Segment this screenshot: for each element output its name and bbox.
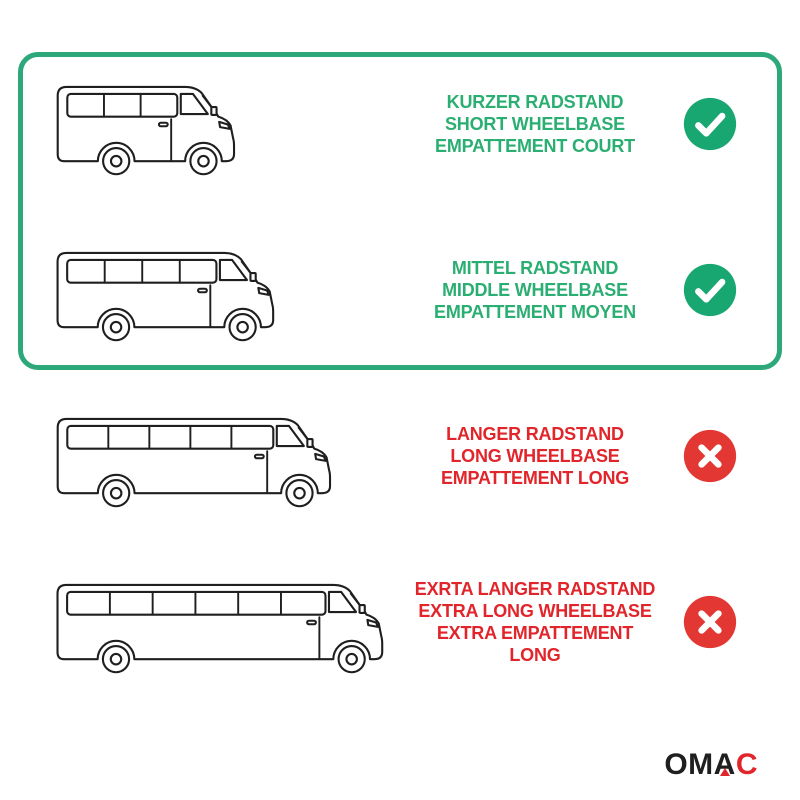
- caption-line: EXRTA LANGER RADSTAND: [414, 579, 656, 599]
- cross-icon: [683, 595, 737, 649]
- caption-line: LONG WHEELBASE: [450, 446, 620, 466]
- variant-row-extra-long: EXRTA LANGER RADSTAND EXTRA LONG WHEELBA…: [0, 556, 800, 688]
- variant-caption-short: KURZER RADSTAND SHORT WHEELBASE EMPATTEM…: [410, 91, 660, 157]
- variant-caption-long: LANGER RADSTAND LONG WHEELBASE EMPATTEME…: [410, 423, 660, 489]
- checkmark-icon: [683, 263, 737, 317]
- logo-text-om: OM: [664, 748, 714, 781]
- variant-row-middle: MITTEL RADSTAND MIDDLE WHEELBASE EMPATTE…: [0, 224, 800, 356]
- status-indicator: [660, 428, 800, 484]
- variant-row-short: KURZER RADSTAND SHORT WHEELBASE EMPATTEM…: [0, 58, 800, 190]
- compatible-group-box: [18, 52, 782, 370]
- van-extra-long-drawing: [56, 583, 384, 673]
- logo-letter-a-glyph: A: [713, 748, 736, 781]
- van-illustration-long: [0, 405, 410, 508]
- caption-line: EMPATTEMENT COURT: [435, 136, 635, 156]
- caption-line: LANGER RADSTAND: [446, 424, 624, 444]
- variant-caption-extra-long: EXRTA LANGER RADSTAND EXTRA LONG WHEELBA…: [410, 578, 660, 666]
- van-illustration-short: [0, 73, 410, 176]
- caption-line: KURZER RADSTAND: [446, 92, 624, 112]
- caption-line: EXTRA LONG WHEELBASE: [418, 601, 652, 621]
- van-illustration-middle: [0, 239, 410, 342]
- caption-line: EMPATTEMENT LONG: [440, 468, 630, 488]
- caption-line: SHORT WHEELBASE: [444, 114, 625, 134]
- variant-caption-middle: MITTEL RADSTAND MIDDLE WHEELBASE EMPATTE…: [410, 257, 660, 323]
- caption-line: MITTEL RADSTAND: [451, 258, 619, 278]
- caption-line: MIDDLE WHEELBASE: [442, 280, 628, 300]
- logo-letter-c: C: [735, 748, 758, 781]
- status-indicator: [660, 594, 800, 650]
- cross-icon: [683, 429, 737, 483]
- logo-a-triangle: [719, 768, 730, 776]
- van-illustration-extra-long: [0, 571, 410, 674]
- status-indicator: [660, 262, 800, 318]
- van-long-drawing: [56, 417, 332, 507]
- status-indicator: [660, 96, 800, 152]
- caption-line: EXTRA EMPATTEMENT LONG: [436, 623, 634, 665]
- van-middle-drawing: [56, 251, 275, 341]
- caption-line: EMPATTEMENT MOYEN: [434, 302, 636, 322]
- checkmark-icon: [683, 97, 737, 151]
- van-short-drawing: [56, 85, 236, 175]
- logo-letter-a: A: [714, 748, 736, 782]
- variant-row-long: LANGER RADSTAND LONG WHEELBASE EMPATTEME…: [0, 390, 800, 522]
